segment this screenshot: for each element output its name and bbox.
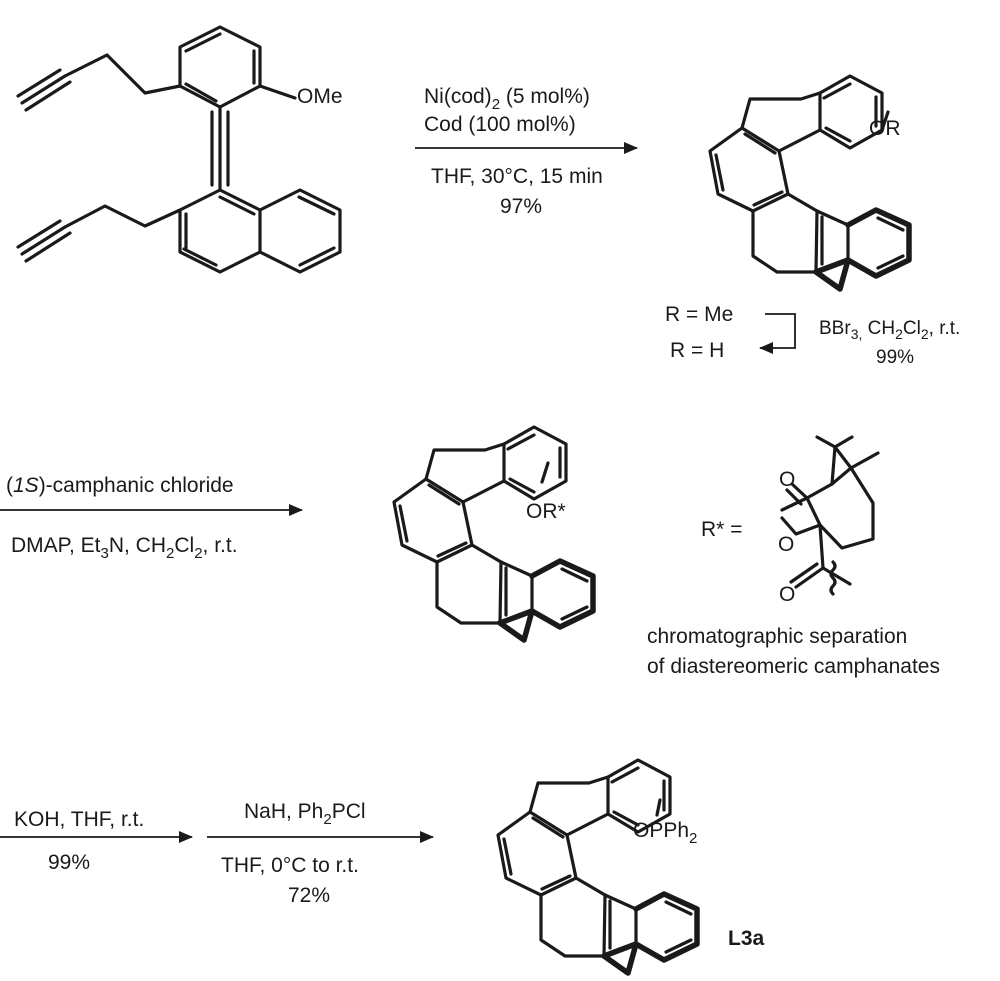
step1-conditions: Ni(cod)2 (5 mol%) Cod (100 mol%) THF, 30…	[415, 85, 638, 218]
deprotection-step: R = Me R = H BBr3, CH2Cl2, r.t. 99%	[665, 303, 960, 368]
step1-yield: 97%	[500, 195, 542, 218]
step1-ligand: Cod (100 mol%)	[424, 113, 576, 136]
step4-solvent: THF, 0°C to r.t.	[221, 854, 359, 877]
r-hydrogen-label: R = H	[670, 339, 724, 362]
step2-conditions: (1S)-camphanic chloride DMAP, Et3N, CH2C…	[0, 474, 303, 562]
step3-yield: 99%	[48, 851, 90, 874]
step2-reagent: (1S)-camphanic chloride	[6, 474, 234, 497]
deprotection-reagent: BBr3, CH2Cl2, r.t.	[819, 318, 960, 342]
lactone-ring-oxygen: O	[778, 533, 794, 556]
r-star-label: R* =	[701, 518, 742, 541]
step4-reagent: NaH, Ph2PCl	[244, 800, 366, 828]
step2-base-solvent: DMAP, Et3N, CH2Cl2, r.t.	[11, 534, 238, 562]
or-label: OR	[869, 117, 901, 140]
opph2-label: OPPh2	[633, 819, 697, 847]
step4-yield: 72%	[288, 884, 330, 907]
step1-catalyst: Ni(cod)2 (5 mol%)	[424, 85, 590, 113]
r-methyl-label: R = Me	[665, 303, 733, 326]
ester-carbonyl-oxygen: O	[779, 583, 795, 606]
step4-conditions: NaH, Ph2PCl THF, 0°C to r.t. 72%	[207, 800, 434, 907]
step3-reagent: KOH, THF, r.t.	[14, 808, 144, 831]
methoxy-label: OMe	[297, 85, 343, 108]
separation-note-line2: of diastereomeric camphanates	[647, 655, 940, 678]
camphanate-structure: R* = O O O chromatographic separation of…	[647, 435, 940, 678]
helicene-camphanate-ester: OR*	[394, 427, 593, 640]
deprotection-arrow	[759, 313, 796, 354]
deprotection-yield: 99%	[876, 347, 914, 368]
step1-solvent: THF, 30°C, 15 min	[431, 165, 603, 188]
helicene-product-or: OR	[710, 76, 909, 289]
or-star-label: OR*	[526, 500, 566, 523]
compound-l3a-label: L3a	[728, 927, 765, 950]
helicene-phosphinite-l3a: OPPh2 L3a	[498, 760, 765, 973]
separation-note-line1: chromatographic separation	[647, 625, 907, 648]
step3-conditions: KOH, THF, r.t. 99%	[0, 808, 193, 874]
lactone-carbonyl-oxygen: O	[779, 468, 795, 491]
starting-material-diyne: OMe	[16, 25, 343, 274]
